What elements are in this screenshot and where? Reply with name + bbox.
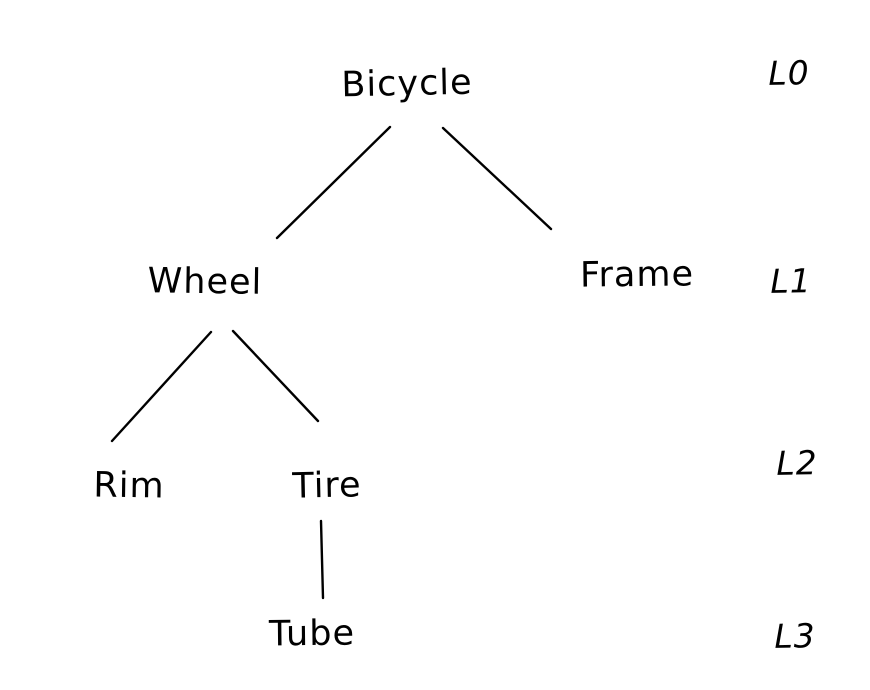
edge-wheel-rim [110, 330, 213, 443]
level-label-l3: L3 [773, 616, 817, 656]
edge-wheel-tire [231, 329, 320, 423]
edge-tire-tube [319, 519, 325, 600]
level-label-l0: L0 [767, 53, 811, 93]
edge-bicycle-frame [441, 126, 553, 231]
node-tube: Tube [268, 613, 356, 655]
node-tire: Tire [291, 465, 363, 507]
node-frame: Frame [579, 254, 695, 296]
node-bicycle: Bicycle [340, 62, 474, 106]
level-label-l1: L1 [769, 261, 813, 301]
node-rim: Rim [93, 465, 165, 507]
level-label-l2: L2 [775, 443, 819, 483]
node-wheel: Wheel [147, 261, 263, 303]
edge-bicycle-wheel [275, 125, 392, 240]
